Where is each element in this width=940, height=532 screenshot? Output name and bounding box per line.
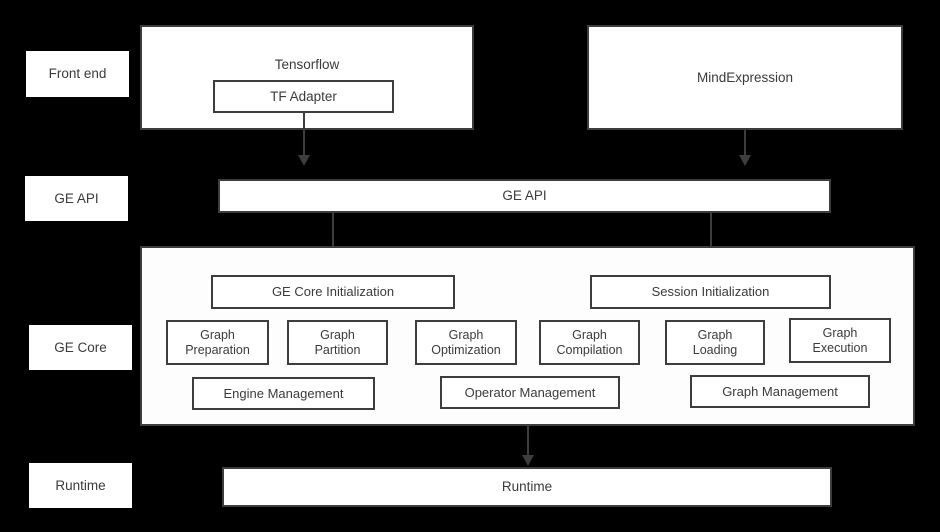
stage-label-runtime: Runtime [29,463,132,508]
graph-compilation-box[interactable]: Graph Compilation [539,320,640,365]
session-initialization-label: Session Initialization [651,284,770,300]
connector-mindexpression-to-ge-api-arrowhead [739,155,751,166]
connector-mindexpression-to-ge-api-line [744,130,746,156]
stage-label-text: GE API [54,190,99,206]
tf-adapter-label: TF Adapter [270,88,337,104]
ge-core-initialization-box[interactable]: GE Core Initialization [211,275,455,309]
engine-management-label: Engine Management [223,385,344,401]
stage-label-text: Runtime [55,477,106,493]
connector-tf-adapter-to-ge-api-line [303,113,305,156]
connector-ge-api-to-session-initialization-line [710,213,712,263]
ge-api-bar-label: GE API [502,188,547,204]
graph-preparation-box[interactable]: Graph Preparation [166,320,269,365]
mindexpression-label: MindExpression [696,69,794,85]
stage-label-text: GE Core [54,339,107,355]
stage-label-ge-api: GE API [25,176,128,221]
graph-management-box[interactable]: Graph Management [690,375,870,408]
ge-core-initialization-label: GE Core Initialization [271,284,395,300]
ge-api-bar[interactable]: GE API [218,179,831,213]
operator-management-box[interactable]: Operator Management [440,376,620,409]
graph-loading-box[interactable]: Graph Loading [665,320,765,365]
connector-ge-core-to-runtime-arrowhead [522,455,534,466]
tensorflow-container[interactable]: Tensorflow [140,25,474,130]
graph-preparation-label: Graph Preparation [185,327,250,357]
graph-execution-box[interactable]: Graph Execution [789,318,891,363]
graph-management-label: Graph Management [722,383,838,399]
graph-compilation-label: Graph Compilation [556,327,623,357]
graph-loading-label: Graph Loading [692,327,738,357]
graph-optimization-label: Graph Optimization [431,327,501,357]
connector-ge-core-to-runtime-line [527,426,529,456]
tensorflow-label: Tensorflow [274,57,340,72]
graph-execution-label: Graph Execution [812,325,868,355]
stage-label-ge-core: GE Core [29,325,132,370]
stage-label-text: Front end [48,66,107,82]
tf-adapter-box[interactable]: TF Adapter [213,80,394,113]
connector-tf-adapter-to-ge-api-arrowhead [298,155,310,166]
graph-optimization-box[interactable]: Graph Optimization [415,320,517,365]
graph-partition-label: Graph Partition [314,327,361,357]
engine-management-box[interactable]: Engine Management [192,377,375,410]
runtime-bar[interactable]: Runtime [222,467,832,507]
runtime-bar-label: Runtime [501,479,553,495]
mindexpression-container[interactable]: MindExpression [587,25,903,130]
graph-partition-box[interactable]: Graph Partition [287,320,388,365]
operator-management-label: Operator Management [464,384,596,400]
stage-label-front-end: Front end [26,51,129,97]
session-initialization-box[interactable]: Session Initialization [590,275,831,309]
connector-ge-api-to-ge-core-initialization-line [332,213,334,263]
